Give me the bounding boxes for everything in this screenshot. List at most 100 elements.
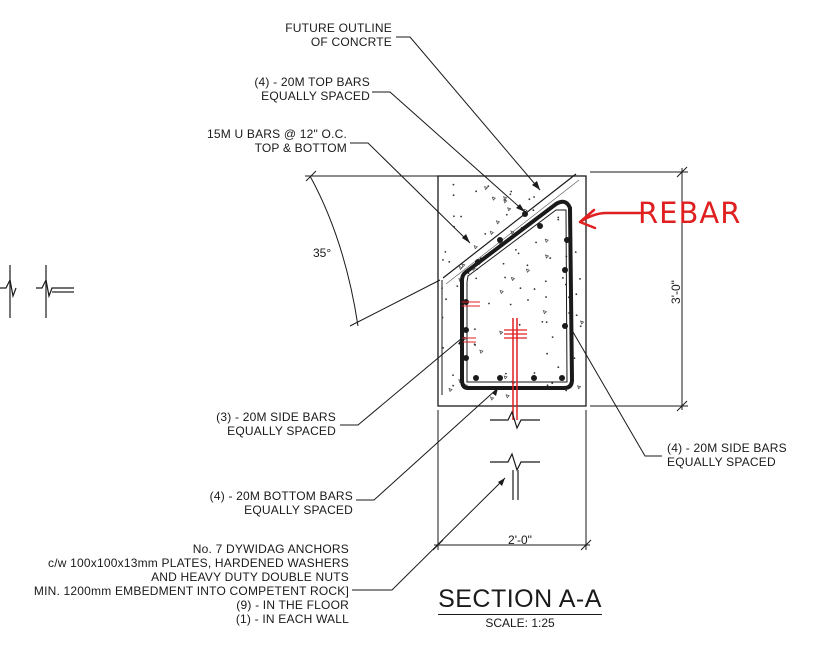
side-bar <box>463 327 469 333</box>
note-line: MIN. 1200mm EMBEDMENT INTO COMPETENT ROC… <box>33 584 349 598</box>
aggregate-dot <box>452 183 455 186</box>
aggregate-dot <box>544 238 549 243</box>
bottom-bar <box>531 375 537 381</box>
aggregate-dot <box>503 196 508 201</box>
aggregate-dot <box>557 218 560 221</box>
note-line: EQUALLY SPACED <box>244 503 353 517</box>
side-bar <box>463 355 469 361</box>
angle-dimension <box>305 170 441 327</box>
top-bar <box>497 237 503 243</box>
dimension-height-label: 3'-0" <box>668 280 683 304</box>
aggregate-dot <box>452 384 455 387</box>
markup-arrow <box>578 208 642 230</box>
aggregate-dot <box>490 396 495 401</box>
aggregate-dot <box>504 276 507 279</box>
aggregate-dot <box>509 193 512 196</box>
leader-side3 <box>340 337 463 426</box>
aggregate-dot <box>542 310 547 315</box>
aggregate-dot <box>487 185 490 188</box>
aggregate-dot <box>507 207 512 212</box>
aggregate-dot <box>579 325 582 328</box>
aggregate-dot <box>441 287 443 290</box>
aggregate-dot <box>557 216 560 219</box>
aggregate-dot <box>458 266 463 271</box>
leader-bottom <box>356 387 499 501</box>
aggregate-dot <box>533 196 535 198</box>
note-line: (1) - IN EACH WALL <box>235 612 349 626</box>
aggregate-dot <box>505 394 510 399</box>
aggregate-dot <box>503 199 508 204</box>
bottom-bar <box>473 375 479 381</box>
top-bar <box>522 211 528 217</box>
note-line: TOP & BOTTOM <box>254 141 347 155</box>
rebar-stirrup-inner <box>466 209 568 383</box>
aggregate-dot <box>474 328 476 331</box>
aggregate-dot <box>518 323 521 326</box>
wall-anchor <box>462 301 480 343</box>
leader-ubars <box>350 142 471 244</box>
side-bar <box>562 323 568 329</box>
aggregate-dot <box>489 230 494 236</box>
aggregate-dot <box>545 321 548 324</box>
side-bar <box>564 237 570 243</box>
aggregate-dot <box>484 232 487 235</box>
aggregate-dot <box>448 387 453 393</box>
aggregate-dot <box>577 385 582 390</box>
aggregate-dot <box>495 220 501 225</box>
aggregate-dot <box>488 302 490 305</box>
aggregate-dot <box>479 349 484 354</box>
note-u-bars: 15M U BARS @ 12" O.C. TOP & BOTTOM <box>207 127 347 155</box>
section-title: SECTION A-A <box>430 585 610 615</box>
top-bar <box>537 223 543 229</box>
aggregate-dot <box>546 384 549 387</box>
break-symbol <box>490 410 540 500</box>
aggregate-dot <box>502 262 505 265</box>
aggregate-dot <box>505 213 508 216</box>
height-dimension <box>590 166 688 412</box>
aggregate-dot <box>484 185 489 191</box>
aggregate-dot <box>453 215 455 218</box>
aggregate-dot <box>533 288 536 290</box>
future-outline-line <box>442 173 577 279</box>
aggregate-dot <box>460 215 463 218</box>
aggregate-dot <box>562 277 564 279</box>
aggregate-dot <box>528 198 531 201</box>
note-line: AND HEAVY DUTY DOUBLE NUTS <box>151 570 349 584</box>
aggregate-dot <box>527 299 529 301</box>
aggregate-dot <box>475 277 478 280</box>
note-line: EQUALLY SPACED <box>227 424 336 438</box>
note-line: No. 7 DYWIDAG ANCHORS <box>192 542 349 556</box>
leader-future <box>396 36 541 191</box>
aggregate-dot <box>517 252 520 255</box>
aggregate-dot <box>473 245 478 250</box>
aggregate-dot <box>541 320 544 323</box>
aggregate-dot <box>442 346 445 349</box>
left-break-symbol <box>0 265 74 318</box>
aggregate-dot <box>580 320 585 325</box>
note-line: OF CONCRTE <box>310 35 392 49</box>
note-line: FUTURE OUTLINE <box>285 21 392 35</box>
aggregate-dot <box>509 303 512 306</box>
aggregate-dot <box>499 330 504 335</box>
leader-top <box>372 91 526 213</box>
aggregate-dot <box>461 263 466 268</box>
aggregate-dot <box>557 366 560 369</box>
aggregate-dot <box>441 316 444 319</box>
aggregate-dot <box>525 268 531 273</box>
aggregate-dot <box>551 382 554 384</box>
note-bottom-bars: (4) - 20M BOTTOM BARS EQUALLY SPACED <box>210 489 353 517</box>
note-line: (3) - 20M SIDE BARS <box>216 410 336 424</box>
note-line: (4) - 20M SIDE BARS <box>667 441 787 455</box>
bottom-bar <box>497 375 503 381</box>
aggregate-dot <box>549 257 552 259</box>
aggregate-dot <box>544 280 547 283</box>
leader-arrowheads <box>458 181 540 486</box>
aggregate-dot <box>456 285 459 288</box>
aggregate-dot <box>452 194 455 197</box>
aggregate-dot <box>546 352 548 355</box>
aggregate-dot <box>473 343 476 346</box>
note-line: (9) - IN THE FLOOR <box>236 598 349 612</box>
rebar-stirrup <box>460 199 575 390</box>
aggregate-dot <box>575 314 578 317</box>
